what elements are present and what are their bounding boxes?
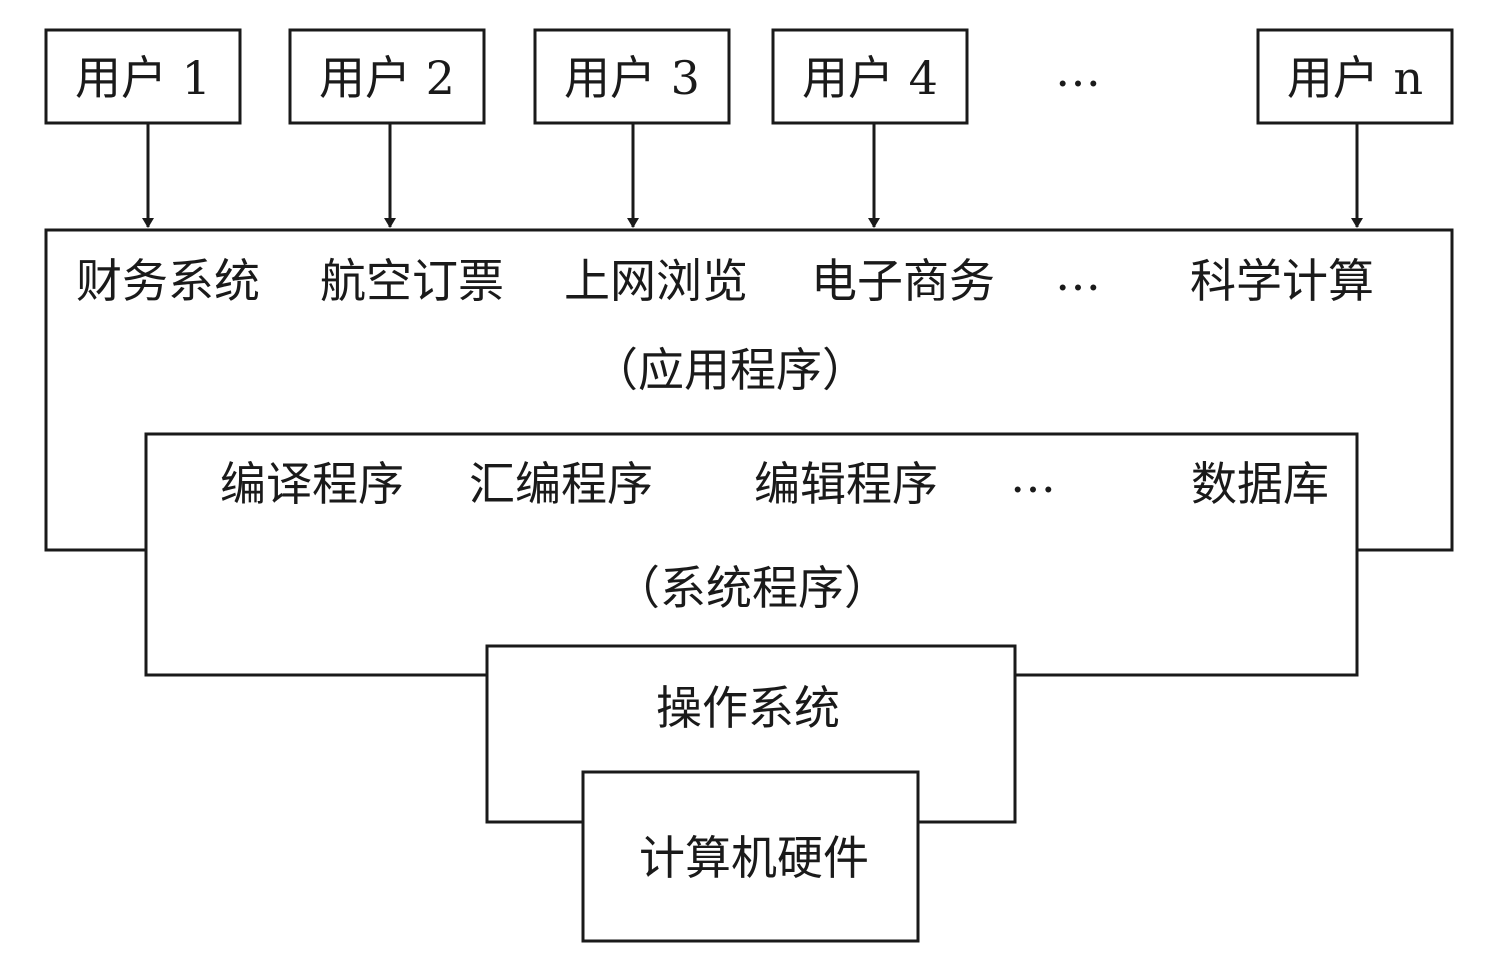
user-label-2: 用户 2 [319, 51, 455, 105]
operating-system-label: 操作系统 [656, 681, 840, 735]
app-item-ellipsis: … [1055, 247, 1101, 301]
app-item-finance: 财务系统 [76, 254, 260, 308]
application-layer-border [44, 228, 1454, 552]
application-layer-caption: （应用程序） [592, 343, 868, 397]
hardware-box [581, 770, 920, 943]
app-item-web-browsing: 上网浏览 [564, 254, 748, 308]
sys-item-ellipsis: … [1010, 449, 1056, 503]
sys-item-compiler: 编译程序 [220, 457, 404, 511]
system-programs-caption: （系统程序） [614, 561, 890, 615]
sys-item-editor: 编辑程序 [754, 457, 938, 511]
user-label-n: 用户 n [1287, 51, 1423, 105]
operating-system-border [485, 644, 1017, 824]
app-item-flight-booking: 航空订票 [320, 254, 504, 308]
user-box-1 [44, 28, 242, 125]
app-item-scientific-computing: 科学计算 [1190, 254, 1374, 308]
user-box-2 [288, 28, 486, 125]
sys-item-database: 数据库 [1191, 457, 1329, 511]
user-box-4 [771, 28, 969, 125]
user-ellipsis: … [1055, 43, 1101, 97]
user-label-3: 用户 3 [564, 51, 700, 105]
user-label-4: 用户 4 [802, 51, 938, 105]
hardware-label: 计算机硬件 [639, 831, 869, 885]
app-item-ecommerce: 电子商务 [811, 254, 995, 308]
user-label-1: 用户 1 [75, 51, 211, 105]
user-box-n [1256, 28, 1454, 125]
system-programs-layer-border [144, 432, 1359, 677]
sys-item-assembler: 汇编程序 [469, 457, 653, 511]
